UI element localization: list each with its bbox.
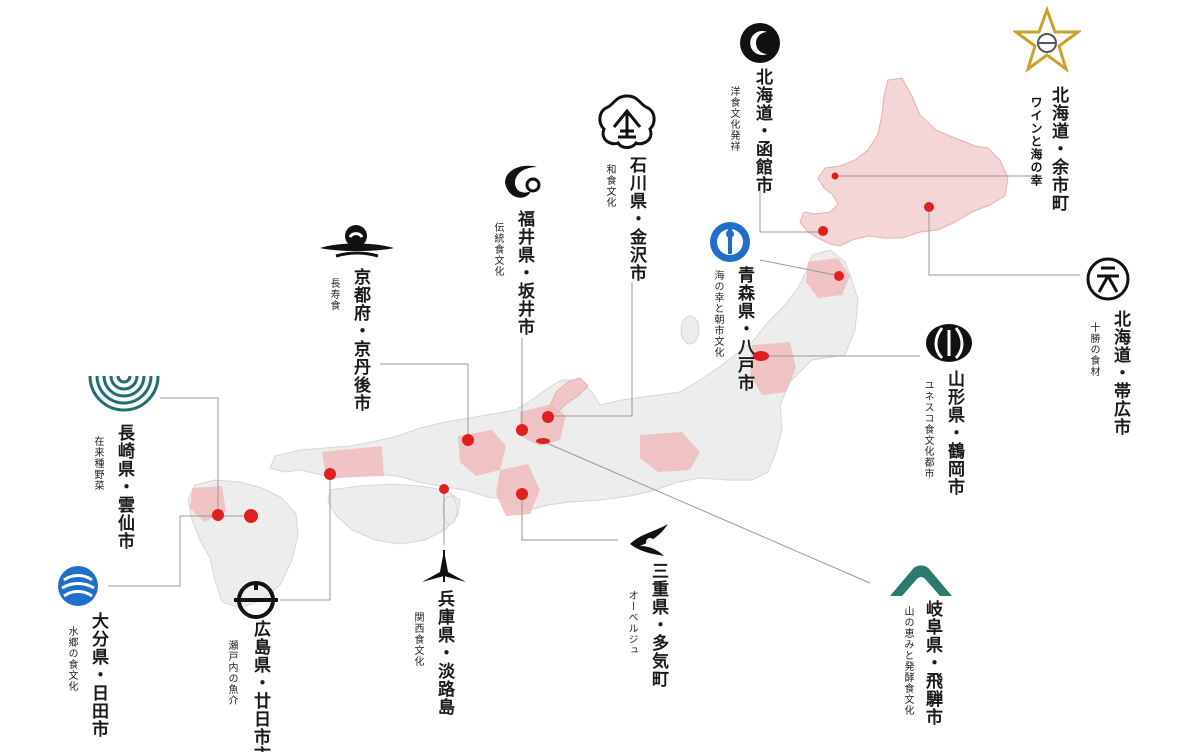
marker-hakodate[interactable] bbox=[818, 226, 828, 236]
sakai-emblem-icon bbox=[505, 165, 541, 198]
marker-unzen[interactable] bbox=[212, 509, 224, 521]
kyotango-desc: 長寿食 bbox=[328, 278, 339, 311]
leader-obihiro bbox=[928, 207, 1080, 276]
leader-unzen bbox=[160, 397, 219, 515]
hakodate-emblem-icon bbox=[740, 23, 780, 63]
marker-hita[interactable] bbox=[244, 509, 258, 523]
honshu-island bbox=[269, 249, 859, 511]
sakai-name: 福井県・坂井市 bbox=[514, 210, 534, 336]
hita-desc: 水郷の食文化 bbox=[66, 626, 77, 692]
region-fukui-ishikawa bbox=[520, 404, 566, 446]
kanazawa-name: 石川県・金沢市 bbox=[626, 156, 646, 282]
leader-hachinohe bbox=[759, 259, 841, 277]
leader-hakodate bbox=[759, 185, 823, 233]
unzen-desc: 在来種野菜 bbox=[92, 436, 103, 491]
kyotango-name: 京都府・京丹後市 bbox=[350, 268, 370, 412]
tsuruoka-name: 山形県・鶴岡市 bbox=[944, 370, 964, 496]
leader-hatsukaichi bbox=[280, 474, 331, 601]
unzen-name: 長崎県・雲仙市 bbox=[114, 424, 134, 550]
marker-hatsukaichi[interactable] bbox=[324, 468, 336, 480]
yoichi-desc: ワインと海の幸 bbox=[1029, 96, 1043, 187]
region-aomori bbox=[806, 258, 850, 298]
marker-kyotango[interactable] bbox=[462, 434, 474, 446]
awaji-name: 兵庫県・淡路島 bbox=[434, 590, 454, 716]
yoichi-name: 北海道・余市町 bbox=[1048, 86, 1068, 212]
japan-land bbox=[187, 77, 1009, 609]
taki-name: 三重県・多気町 bbox=[648, 562, 668, 688]
leader-hida bbox=[541, 440, 871, 584]
hatsukaichi-emblem-icon bbox=[234, 581, 278, 619]
star-emblem-icon bbox=[1013, 6, 1081, 73]
taki-emblem-icon bbox=[630, 524, 668, 556]
kyotango-emblem-icon bbox=[320, 225, 394, 258]
marker-hida[interactable] bbox=[536, 438, 550, 444]
obihiro-desc: 十勝の食材 bbox=[1088, 322, 1099, 377]
unzen-emblem-icon bbox=[88, 375, 160, 412]
region-gifu bbox=[640, 432, 700, 472]
marker-kanazawa[interactable] bbox=[542, 411, 554, 423]
hokkaido-island bbox=[799, 77, 1009, 247]
kanazawa-desc: 和食文化 bbox=[604, 164, 615, 208]
hatsukaichi-desc: 瀬戸内の魚介 bbox=[226, 640, 237, 706]
marker-tsuruoka[interactable] bbox=[753, 351, 769, 361]
region-hiroshima bbox=[322, 446, 384, 478]
kanazawa-emblem-icon bbox=[598, 94, 656, 149]
awaji-emblem-icon bbox=[422, 550, 466, 582]
tsuruoka-desc: ユネスコ食文化都市 bbox=[922, 380, 933, 479]
hita-name: 大分県・日田市 bbox=[88, 612, 108, 738]
hachinohe-emblem-icon bbox=[710, 222, 750, 262]
marker-yoichi[interactable] bbox=[831, 172, 839, 180]
hida-name: 岐阜県・飛騨市 bbox=[922, 600, 942, 726]
leader-kyotango bbox=[380, 363, 469, 440]
taki-desc: オーベルジュ bbox=[626, 590, 637, 656]
shikoku-island bbox=[327, 483, 461, 545]
tsuruoka-emblem-icon bbox=[926, 324, 972, 362]
hakodate-name: 北海道・函館市 bbox=[752, 68, 772, 194]
markers bbox=[212, 172, 934, 523]
leader-taki bbox=[521, 494, 618, 541]
hida-desc: 山の恵みと発酵食文化 bbox=[902, 606, 913, 716]
awaji-island bbox=[442, 495, 458, 525]
hachinohe-name: 青森県・八戸市 bbox=[734, 266, 754, 392]
hida-emblem-icon bbox=[890, 565, 952, 596]
obihiro-name: 北海道・帯広市 bbox=[1110, 310, 1130, 436]
hakodate-desc: 洋食文化発祥 bbox=[728, 86, 739, 152]
marker-awaji[interactable] bbox=[439, 484, 449, 494]
hatsukaichi-name: 広島県・廿日市市 bbox=[250, 620, 270, 752]
sakai-desc: 伝統食文化 bbox=[492, 222, 503, 277]
leader-kanazawa bbox=[548, 282, 633, 417]
obihiro-emblem-icon bbox=[1086, 257, 1130, 301]
hita-emblem-icon bbox=[58, 566, 98, 606]
marker-taki[interactable] bbox=[516, 488, 528, 500]
marker-hachinohe[interactable] bbox=[834, 271, 844, 281]
leader-lines bbox=[108, 175, 1080, 601]
marker-sakai[interactable] bbox=[516, 424, 528, 436]
awaji-desc: 関西食文化 bbox=[412, 612, 423, 667]
hachinohe-desc: 海の幸と朝市文化 bbox=[712, 270, 723, 358]
sado-island bbox=[680, 315, 700, 345]
marker-obihiro[interactable] bbox=[924, 202, 934, 212]
